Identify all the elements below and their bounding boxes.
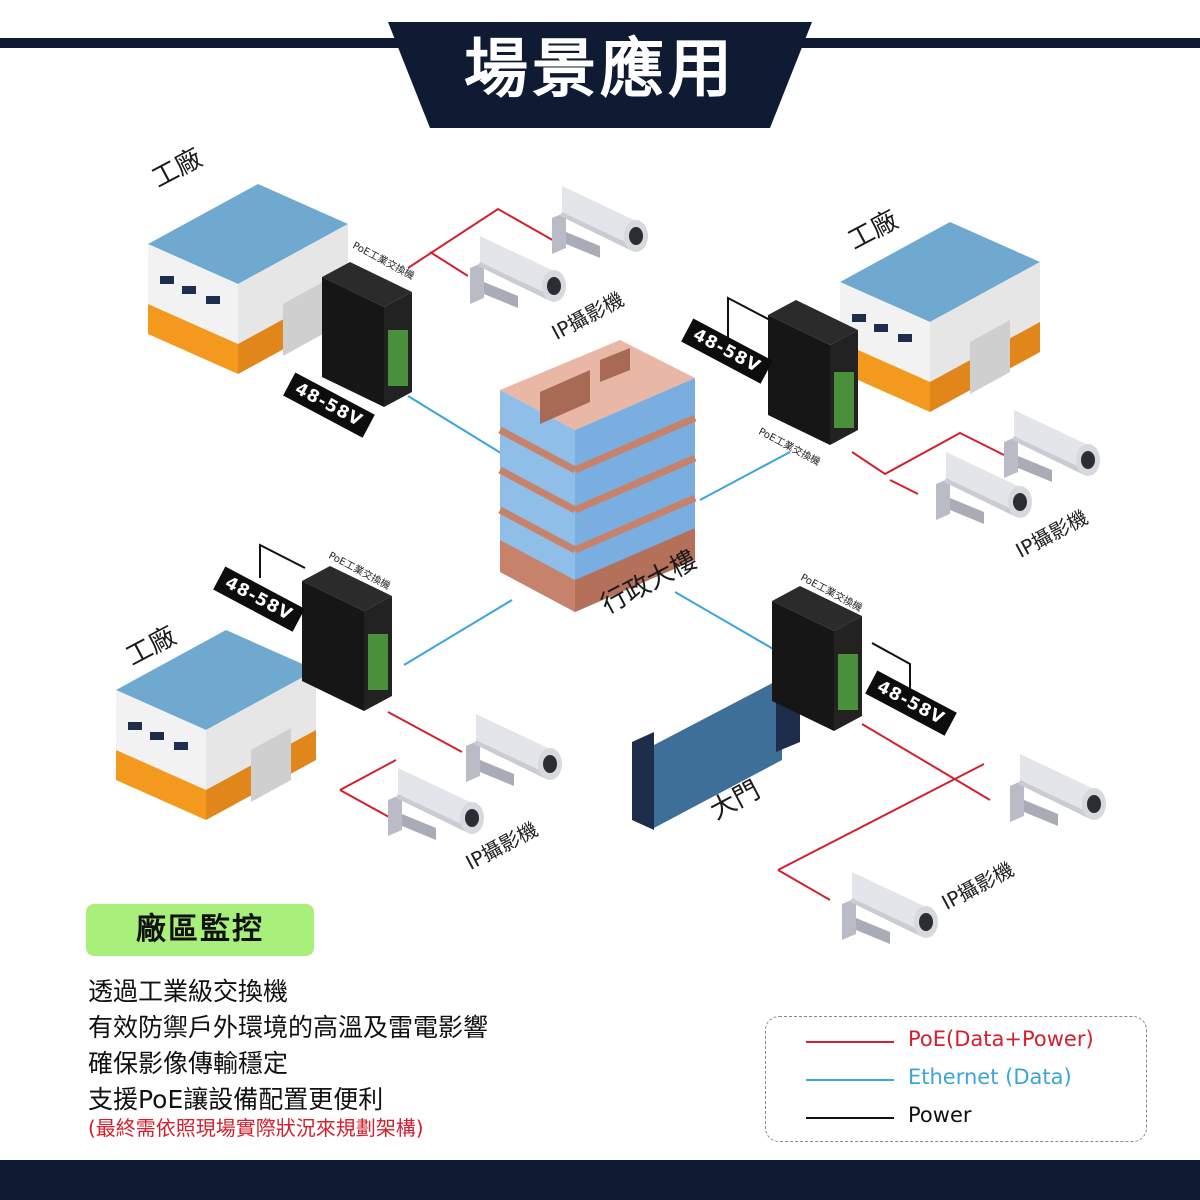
- legend-label-poe: PoE(Data+Power): [908, 1027, 1094, 1051]
- switch-top-right: [768, 300, 858, 445]
- ip-camera-2: [470, 236, 566, 308]
- description-line-4: 支援PoE讓設備配置更便利: [88, 1085, 384, 1114]
- power-link-3: [871, 642, 911, 690]
- power-link-1: [727, 296, 771, 348]
- ethernet-link-2: [699, 451, 791, 501]
- switch-bottom-right: [772, 586, 862, 731]
- power-links: [259, 296, 911, 690]
- legend-line-power: [806, 1117, 894, 1119]
- poe-link-3a: [387, 711, 463, 753]
- ethernet-link-3: [403, 599, 513, 666]
- ip-camera-1: [552, 186, 648, 258]
- factory-right: [840, 222, 1040, 412]
- description-line-1: 透過工業級交換機: [88, 977, 289, 1006]
- ip-camera-3: [1004, 410, 1100, 482]
- planning-note: (最終需依照現場實際狀況來規劃架構): [88, 1116, 424, 1140]
- poe-link-1a: [407, 207, 557, 269]
- switch-top-left: [322, 262, 412, 407]
- poe-link-4b: [777, 869, 831, 901]
- ethernet-link-4: [674, 591, 776, 651]
- poe-link-1b: [429, 251, 469, 277]
- legend-line-ethernet: [806, 1079, 894, 1081]
- section-badge: 廠區監控: [86, 904, 314, 956]
- header-banner: [388, 22, 812, 128]
- poe-link-2b: [889, 479, 919, 495]
- switch-bottom-left: [302, 566, 392, 711]
- footer-bar: [0, 1160, 1200, 1200]
- ip-camera-8: [842, 872, 938, 944]
- poe-link-4a: [861, 723, 991, 801]
- poe-link-2a: [851, 431, 1005, 476]
- page-title: 場景應用: [464, 33, 736, 107]
- description-line-3: 確保影像傳輸穩定: [88, 1049, 289, 1078]
- legend-line-poe: [806, 1041, 894, 1043]
- power-link-2: [259, 543, 306, 578]
- factory-top-left: [148, 184, 348, 374]
- legend-label-power: Power: [908, 1103, 972, 1127]
- legend: PoE(Data+Power) Ethernet (Data) Power: [765, 1016, 1147, 1142]
- factory-bottom-left: [116, 630, 316, 820]
- ethernet-link-1: [407, 395, 505, 456]
- ip-camera-5: [466, 714, 562, 786]
- description-line-2: 有效防禦戶外環境的高溫及雷電影響: [88, 1013, 489, 1042]
- ethernet-links: [403, 395, 791, 666]
- poe-link-3b: [339, 759, 397, 791]
- ip-camera-7: [1010, 754, 1106, 826]
- legend-label-ethernet: Ethernet (Data): [908, 1065, 1072, 1089]
- poe-link-4c: [777, 763, 985, 871]
- admin-building: [498, 340, 697, 612]
